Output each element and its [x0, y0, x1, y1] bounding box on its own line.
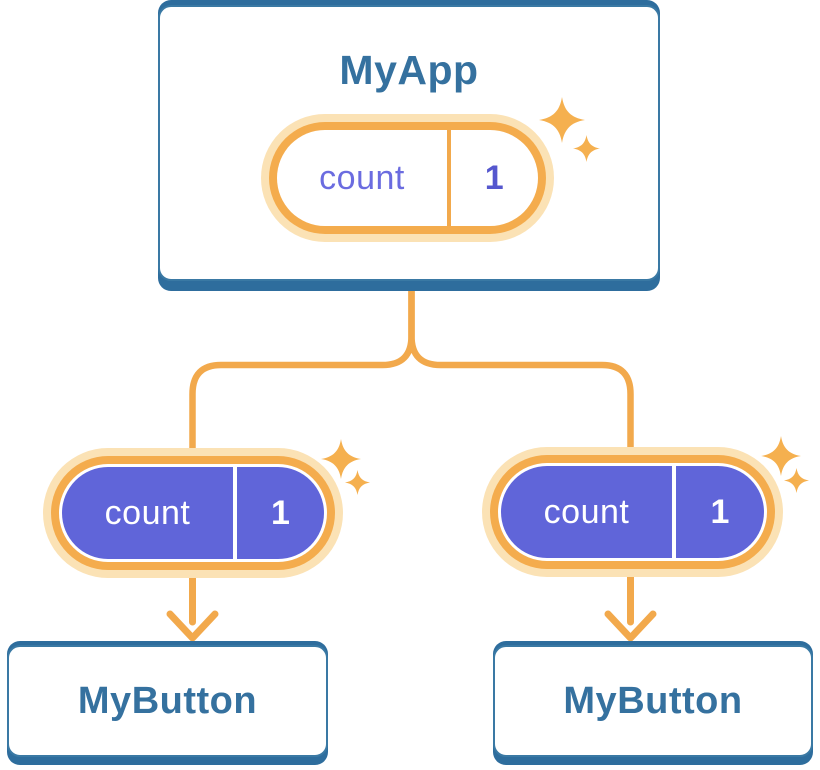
- pill-value-segment: 1: [676, 466, 764, 558]
- right-child-component-card: MyButton: [493, 645, 813, 757]
- pill-body: count 1: [59, 464, 327, 562]
- pill-key-label: count: [104, 493, 191, 532]
- root-component-title: MyApp: [339, 47, 479, 93]
- pill-divider: [672, 466, 676, 558]
- pill-key-segment: count: [501, 466, 672, 558]
- pill-fill: count 1: [501, 466, 764, 558]
- child-component-title: MyButton: [563, 679, 743, 722]
- pill-key-label: count: [319, 158, 405, 197]
- pill-body: count 1: [277, 130, 538, 226]
- right-arrow-head-icon: [604, 610, 657, 642]
- pill-key-segment: count: [277, 130, 447, 226]
- child-component-title: MyButton: [77, 679, 258, 722]
- connector-root-to-right-child: [408, 278, 634, 452]
- pill-value-label: 1: [484, 158, 504, 197]
- state-pill-left-child: count 1: [43, 448, 343, 578]
- pill-ring: count 1: [51, 456, 335, 570]
- pill-ring: count 1: [269, 122, 546, 234]
- connector-root-to-left-child: [189, 278, 415, 452]
- pill-value-label: 1: [271, 493, 290, 532]
- pill-ring: count 1: [490, 455, 775, 569]
- root-component-card: MyApp count 1: [158, 5, 660, 281]
- pill-fill: count 1: [62, 467, 324, 559]
- pill-divider: [447, 130, 451, 226]
- pill-body: count 1: [498, 463, 767, 561]
- pill-key-segment: count: [62, 467, 233, 559]
- state-pill-right-child: count 1: [482, 447, 783, 577]
- pill-value-segment: 1: [451, 130, 539, 226]
- left-arrow-head-icon: [166, 610, 219, 642]
- pill-divider: [233, 467, 237, 559]
- state-pill-root: count 1: [261, 114, 554, 242]
- pill-value-label: 1: [710, 492, 730, 531]
- pill-key-label: count: [543, 492, 630, 531]
- left-child-component-card: MyButton: [7, 645, 328, 757]
- pill-value-segment: 1: [237, 467, 324, 559]
